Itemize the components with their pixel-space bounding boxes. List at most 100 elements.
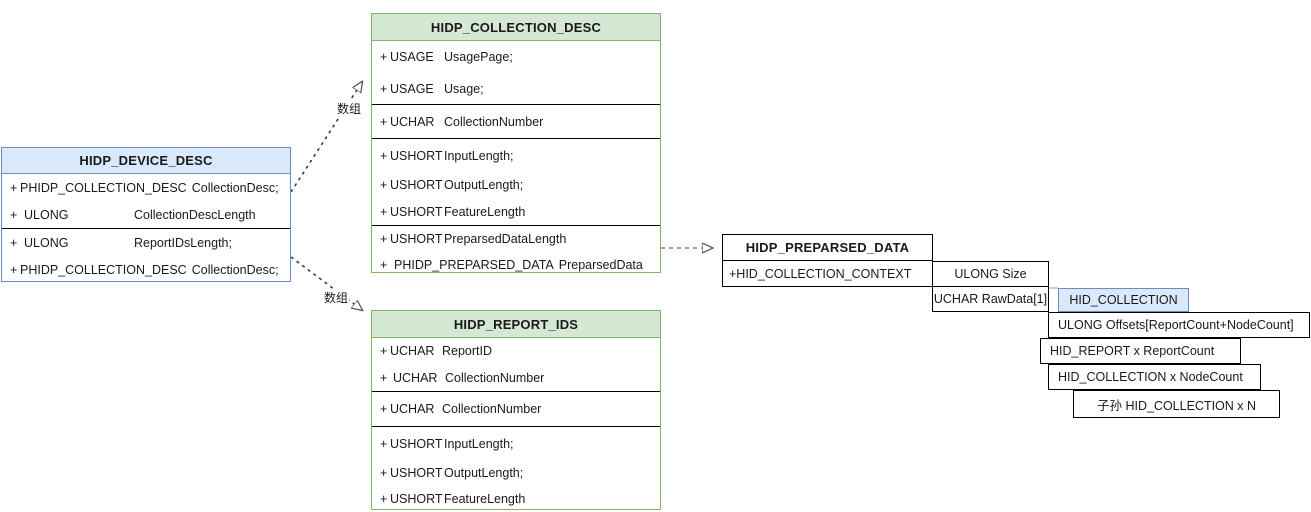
visibility-marker: + <box>380 232 388 246</box>
visibility-marker: + <box>380 344 388 358</box>
field-name: PreparsedData <box>558 258 643 272</box>
field-type: USHORT <box>390 148 443 163</box>
visibility-marker: + <box>380 436 388 451</box>
field-name: ReportID <box>442 344 493 358</box>
class-section: + USHORT InputLength; + USHORT OutputLen… <box>372 138 660 225</box>
class-box-hidp-preparsed-data[interactable]: HIDP_PREPARSED_DATA +HID_COLLECTION_CONT… <box>722 234 933 287</box>
visibility-marker: + <box>380 50 388 64</box>
field-row: + ULONG CollectionDescLength <box>2 201 290 228</box>
field-row: + USHORT InputLength; <box>372 427 660 460</box>
field-type: USHORT <box>390 232 443 246</box>
visibility-marker: + <box>10 207 18 222</box>
field-row: + USHORT PreparsedDataLength <box>372 226 660 252</box>
class-box-hidp-collection-desc[interactable]: HIDP_COLLECTION_DESC + USAGE UsagePage; … <box>371 13 661 273</box>
field-type: UCHAR <box>390 114 435 129</box>
field-name: PreparsedDataLength <box>444 232 567 246</box>
cell-uchar-rawdata[interactable]: UCHAR RawData[1] <box>932 286 1049 312</box>
hid-collection-title[interactable]: HID_COLLECTION <box>1058 288 1189 312</box>
field-type: UCHAR <box>390 344 435 358</box>
field-type: PHIDP_COLLECTION_DESC <box>20 262 187 277</box>
class-title-hidp-device-desc: HIDP_DEVICE_DESC <box>2 148 290 174</box>
field-row: + UCHAR CollectionNumber <box>372 392 660 426</box>
class-section: + ULONG ReportIDsLength; + PHIDP_COLLECT… <box>2 228 290 283</box>
hid-collection-row-node[interactable]: HID_COLLECTION x NodeCount <box>1048 364 1261 390</box>
cell-ulong-size[interactable]: ULONG Size <box>932 261 1049 287</box>
field-row: + UCHAR CollectionNumber <box>372 105 660 138</box>
class-title-hidp-collection-desc: HIDP_COLLECTION_DESC <box>372 14 660 41</box>
field-row: + USHORT InputLength; <box>372 139 660 172</box>
field-row: + USAGE UsagePage; <box>372 41 660 73</box>
field-type: ULONG <box>24 207 69 222</box>
visibility-marker: + <box>380 402 388 416</box>
field-type: PHIDP_COLLECTION_DESC <box>20 180 187 195</box>
field-name: Usage; <box>444 81 484 96</box>
visibility-marker: + <box>380 114 388 129</box>
field-row: + USHORT FeatureLength <box>372 198 660 225</box>
field-row: + PHIDP_PREPARSED_DATA PreparsedData <box>372 252 660 278</box>
visibility-marker: + <box>380 492 388 506</box>
hid-collection-row-descendants[interactable]: 子孙 HID_COLLECTION x N <box>1073 390 1280 418</box>
field-name: OutputLength; <box>444 466 524 480</box>
field-name: InputLength; <box>444 436 514 451</box>
field-type: PHIDP_PREPARSED_DATA <box>394 258 554 272</box>
visibility-marker: + <box>380 370 388 385</box>
visibility-marker: + <box>380 81 388 96</box>
edge-label-array-upper: 数组 <box>336 100 363 117</box>
field-name: UsagePage; <box>444 50 513 64</box>
field-row: + UCHAR CollectionNumber <box>372 364 660 391</box>
field-name: CollectionNumber <box>442 402 542 416</box>
field-name: InputLength; <box>444 148 514 163</box>
field-name: CollectionDescLength <box>134 207 256 222</box>
field-type: UCHAR <box>390 402 435 416</box>
field-type: UCHAR <box>393 370 438 385</box>
visibility-marker: + <box>380 204 388 219</box>
field-row: + USAGE Usage; <box>372 73 660 104</box>
field-row: + UCHAR ReportID <box>372 338 660 364</box>
field-type: USHORT <box>390 178 443 192</box>
field-type: USAGE <box>390 81 434 96</box>
field-name: FeatureLength <box>444 492 526 506</box>
edge-device-to-collection-desc <box>290 82 362 193</box>
class-title-hidp-preparsed-data: HIDP_PREPARSED_DATA <box>723 235 932 261</box>
field-type: USHORT <box>390 466 443 480</box>
hid-collection-row-offsets[interactable]: ULONG Offsets[ReportCount+NodeCount] <box>1048 312 1310 338</box>
class-section: + UCHAR CollectionNumber <box>372 104 660 138</box>
field-type: USHORT <box>390 492 443 506</box>
edge-label-array-lower: 数组 <box>323 289 350 306</box>
hid-collection-row-report[interactable]: HID_REPORT x ReportCount <box>1040 338 1241 364</box>
visibility-marker: + <box>10 235 18 250</box>
class-section: +HID_COLLECTION_CONTEXT <box>723 261 932 287</box>
visibility-marker: + <box>10 262 18 277</box>
class-section: + USAGE UsagePage; + USAGE Usage; <box>372 41 660 104</box>
field-name: CollectionDesc; <box>191 180 279 195</box>
field-name: +HID_COLLECTION_CONTEXT <box>729 267 912 281</box>
visibility-marker: + <box>380 258 388 272</box>
field-name: OutputLength; <box>444 178 524 192</box>
visibility-marker: + <box>380 178 388 192</box>
class-section: + UCHAR ReportID + UCHAR CollectionNumbe… <box>372 338 660 391</box>
visibility-marker: + <box>380 466 388 480</box>
class-section: + UCHAR CollectionNumber <box>372 391 660 426</box>
class-title-hidp-report-ids: HIDP_REPORT_IDS <box>372 311 660 338</box>
field-row: +HID_COLLECTION_CONTEXT <box>723 261 932 287</box>
field-row: + PHIDP_COLLECTION_DESC CollectionDesc; <box>2 174 290 201</box>
visibility-marker: + <box>380 148 388 163</box>
field-row: + USHORT FeatureLength <box>372 486 660 512</box>
field-type: USHORT <box>390 204 443 219</box>
visibility-marker: + <box>10 180 18 195</box>
field-row: + PHIDP_COLLECTION_DESC CollectionDesc; <box>2 256 290 283</box>
class-section: + PHIDP_COLLECTION_DESC CollectionDesc; … <box>2 174 290 228</box>
class-section: + USHORT PreparsedDataLength + PHIDP_PRE… <box>372 225 660 278</box>
field-type: USAGE <box>390 50 434 64</box>
field-type: USHORT <box>390 436 443 451</box>
field-row: + USHORT OutputLength; <box>372 172 660 198</box>
field-name: CollectionNumber <box>444 114 544 129</box>
class-box-hidp-device-desc[interactable]: HIDP_DEVICE_DESC + PHIDP_COLLECTION_DESC… <box>1 147 291 282</box>
field-name: CollectionDesc; <box>191 262 279 277</box>
class-box-hidp-report-ids[interactable]: HIDP_REPORT_IDS + UCHAR ReportID + UCHAR… <box>371 310 661 510</box>
class-section: + USHORT InputLength; + USHORT OutputLen… <box>372 426 660 512</box>
field-name: CollectionNumber <box>445 370 545 385</box>
field-name: FeatureLength <box>444 204 526 219</box>
field-row: + USHORT OutputLength; <box>372 460 660 486</box>
